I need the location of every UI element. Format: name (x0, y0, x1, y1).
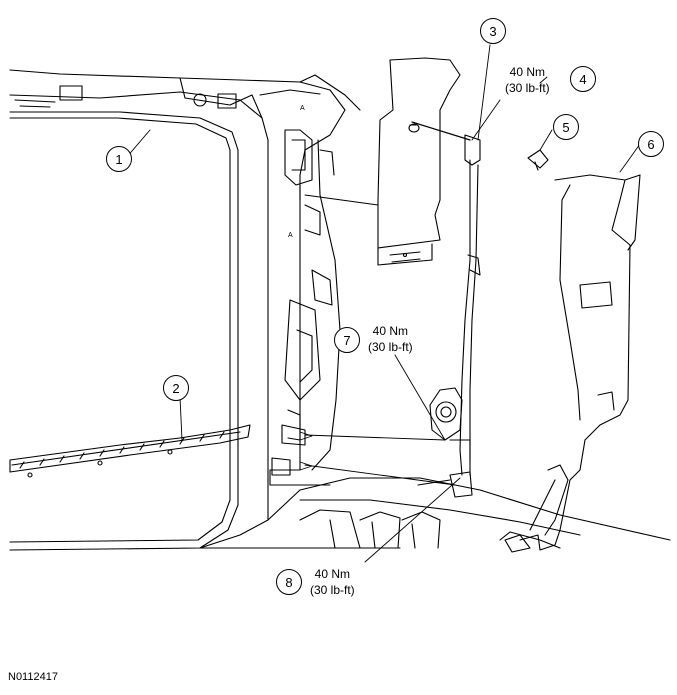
b-pillar-structure: A A (269, 105, 341, 486)
callout-2: 2 (163, 375, 189, 401)
torque-imperial: (30 lb-ft) (505, 81, 550, 95)
torque-metric: 40 Nm (372, 324, 409, 338)
seat-belt-assembly (408, 121, 481, 498)
callout-8: 8 (276, 569, 302, 595)
door-opening-frame (9, 69, 361, 551)
floor-pan (199, 477, 671, 549)
torque-metric: 40 Nm (509, 65, 546, 79)
callout-4: 4 (570, 66, 596, 92)
torque-spec-8: 40 Nm (30 lb-ft) (310, 566, 355, 598)
torque-spec-4: 40 Nm (30 lb-ft) (505, 64, 550, 96)
fastener-leader-lines (299, 194, 456, 486)
torque-metric: 40 Nm (314, 567, 351, 581)
lower-sill-trim (9, 424, 251, 478)
torque-imperial: (30 lb-ft) (310, 583, 355, 597)
callout-1: 1 (106, 146, 132, 172)
figure-id: N0112417 (8, 671, 58, 683)
callout-leaders (125, 44, 641, 563)
callout-7: 7 (334, 327, 360, 353)
b-pillar-lower-trim (504, 174, 641, 553)
callout-5: 5 (553, 114, 579, 140)
callout-3: 3 (480, 18, 506, 44)
svg-text:A: A (300, 105, 305, 112)
svg-text:A: A (288, 232, 293, 239)
torque-spec-7: 40 Nm (30 lb-ft) (368, 323, 413, 355)
torque-imperial: (30 lb-ft) (368, 340, 413, 354)
callout-6: 6 (638, 131, 664, 157)
trim-clip (527, 149, 549, 171)
b-pillar-upper-trim (377, 57, 461, 266)
